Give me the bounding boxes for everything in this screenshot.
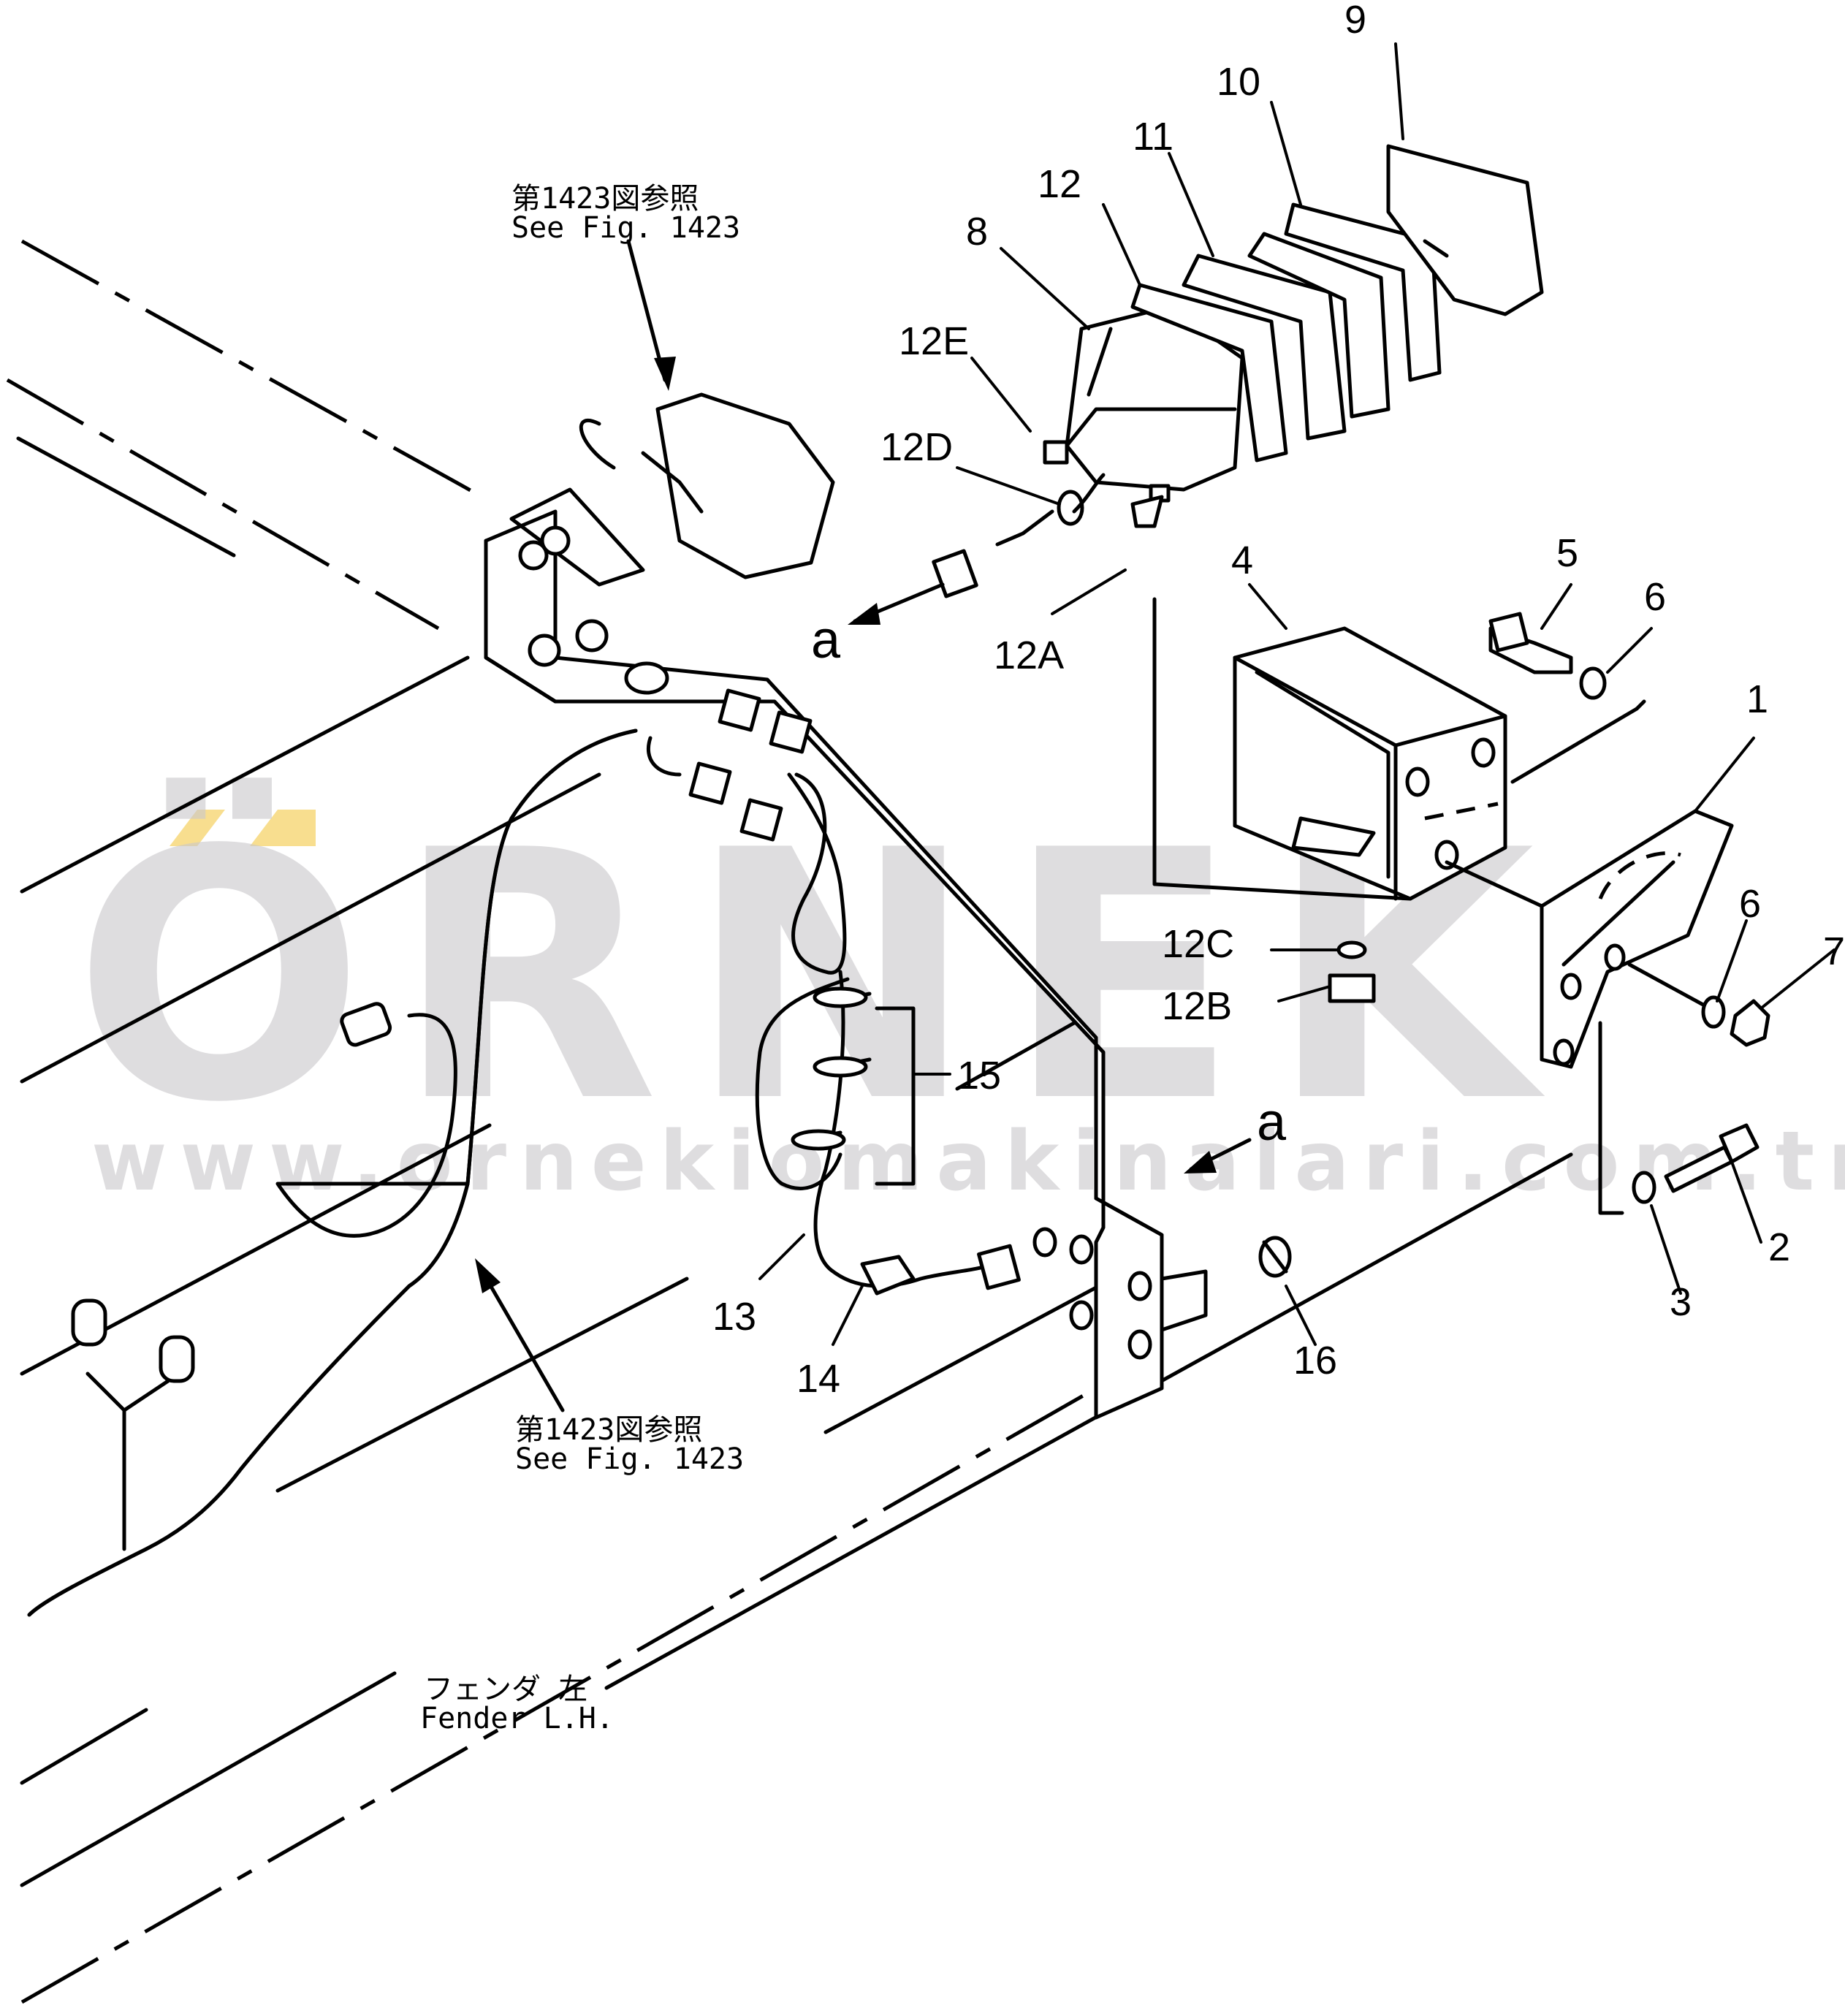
callout-11: 11 bbox=[1133, 115, 1173, 159]
callout-9: 9 bbox=[1344, 0, 1366, 42]
note-ref-top-en: See Fig. 1423 bbox=[511, 211, 740, 245]
watermark-umlaut-left bbox=[170, 810, 225, 846]
callout-3: 3 bbox=[1670, 1280, 1692, 1324]
wiring-harness bbox=[27, 688, 1021, 1617]
watermark-umlaut-right bbox=[250, 810, 316, 846]
callout-4: 4 bbox=[1231, 539, 1253, 582]
callout-12b: 12B bbox=[1162, 984, 1232, 1028]
reference-notes: 第1423図参照 See Fig. 1423 第1423図参照 See Fig.… bbox=[420, 182, 744, 1735]
callout-12d: 12D bbox=[880, 425, 953, 469]
callout-1: 1 bbox=[1746, 677, 1768, 721]
note-ref-bottom-jp: 第1423図参照 bbox=[515, 1413, 702, 1447]
arrow-a-lower bbox=[1184, 1151, 1217, 1174]
watermark-url: www.ornekiomakinalari.com.tr bbox=[91, 1114, 1845, 1209]
arrow-ref-top bbox=[654, 357, 676, 391]
note-ref-bottom-en: See Fig. 1423 bbox=[515, 1442, 744, 1476]
callout-10: 10 bbox=[1217, 60, 1260, 104]
view-mark-a-upper: a bbox=[811, 611, 841, 669]
note-ref-top-jp: 第1423図参照 bbox=[511, 182, 699, 216]
callout-12a: 12A bbox=[994, 634, 1064, 677]
note-fender-en: Fender L.H. bbox=[420, 1702, 614, 1735]
callout-14: 14 bbox=[796, 1357, 840, 1401]
callout-13: 13 bbox=[712, 1295, 756, 1339]
callout-6-lower: 6 bbox=[1739, 882, 1761, 926]
lamp-bracket-post bbox=[484, 392, 1208, 1420]
view-mark-a-lower: a bbox=[1257, 1093, 1287, 1152]
callout-12: 12 bbox=[1038, 162, 1081, 206]
callout-7: 7 bbox=[1823, 929, 1845, 973]
callout-8: 8 bbox=[966, 210, 988, 254]
callout-12e: 12E bbox=[899, 319, 969, 363]
callout-6-upper: 6 bbox=[1644, 575, 1666, 619]
callout-15: 15 bbox=[957, 1054, 1001, 1098]
callout-2: 2 bbox=[1768, 1225, 1790, 1269]
callout-labels: 1 2 3 4 5 6 6 7 8 9 10 11 12 12A 12B 12C… bbox=[712, 0, 1845, 1401]
work-lamp-assembly bbox=[932, 144, 1544, 598]
bracket-hardware bbox=[1152, 597, 1770, 1278]
note-fender-jp: フェンダ 左 bbox=[424, 1673, 587, 1706]
callout-16: 16 bbox=[1293, 1339, 1337, 1382]
arrows bbox=[475, 239, 1252, 1412]
leader-lines bbox=[758, 42, 1836, 1346]
callout-5: 5 bbox=[1556, 531, 1578, 575]
callout-12c: 12C bbox=[1162, 922, 1234, 966]
arrow-a-upper bbox=[848, 603, 880, 625]
arrow-ref-bottom bbox=[475, 1258, 501, 1293]
